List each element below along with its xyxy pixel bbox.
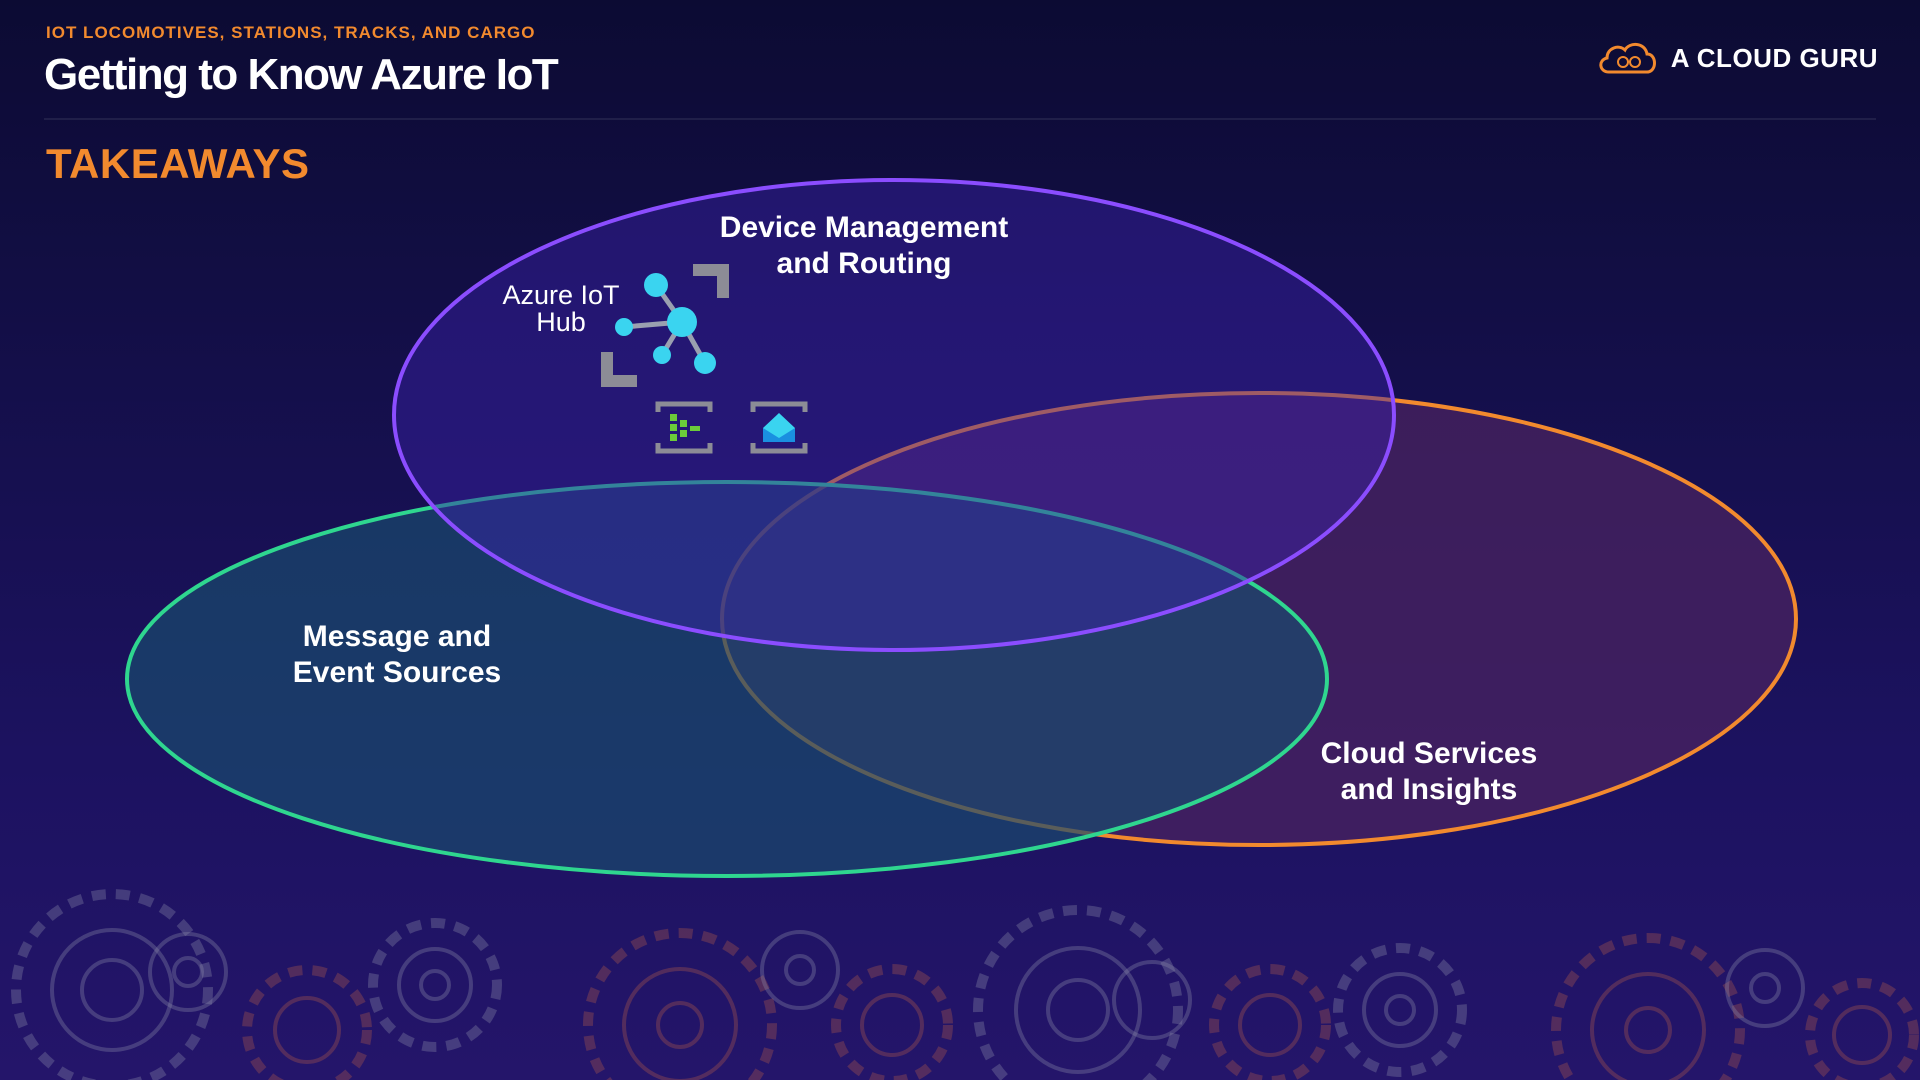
- stream-analytics-icon: [655, 401, 713, 454]
- brand-name: A CLOUD GURU: [1670, 42, 1878, 73]
- venn-set-message: [125, 480, 1329, 878]
- eyebrow: IOT LOCOMOTIVES, STATIONS, TRACKS, AND C…: [46, 23, 536, 42]
- venn-set-device: [392, 178, 1396, 652]
- set-label-device-line2: and Routing: [776, 247, 952, 280]
- set-label-device-line1: Device Management: [719, 211, 1009, 244]
- set-label-cloud-line2: and Insights: [1340, 773, 1518, 806]
- page-title: Getting to Know Azure IoT: [44, 50, 559, 99]
- set-label-cloud-line1: Cloud Services: [1320, 737, 1538, 770]
- set-label-message: Message and Event Sources: [293, 619, 501, 691]
- hub-label: Azure IoT Hub: [502, 282, 619, 336]
- set-label-message-line1: Message and: [302, 620, 492, 653]
- section-heading: TAKEAWAYS: [46, 140, 310, 187]
- gears-icon: [11, 889, 1919, 1080]
- set-label-device: Device Management and Routing: [720, 210, 1008, 282]
- hub-label-line1: Azure IoT: [502, 280, 620, 310]
- event-grid-icon: [750, 401, 808, 454]
- set-label-message-line2: Event Sources: [292, 656, 502, 689]
- iot-hub-icon: [601, 264, 729, 387]
- set-label-cloud: Cloud Services and Insights: [1321, 736, 1538, 808]
- cloud-icon: [1599, 43, 1656, 74]
- header-divider: [44, 118, 1876, 120]
- brand-logo: A CLOUD GURU: [1595, 38, 1878, 78]
- hub-label-line2: Hub: [536, 307, 586, 337]
